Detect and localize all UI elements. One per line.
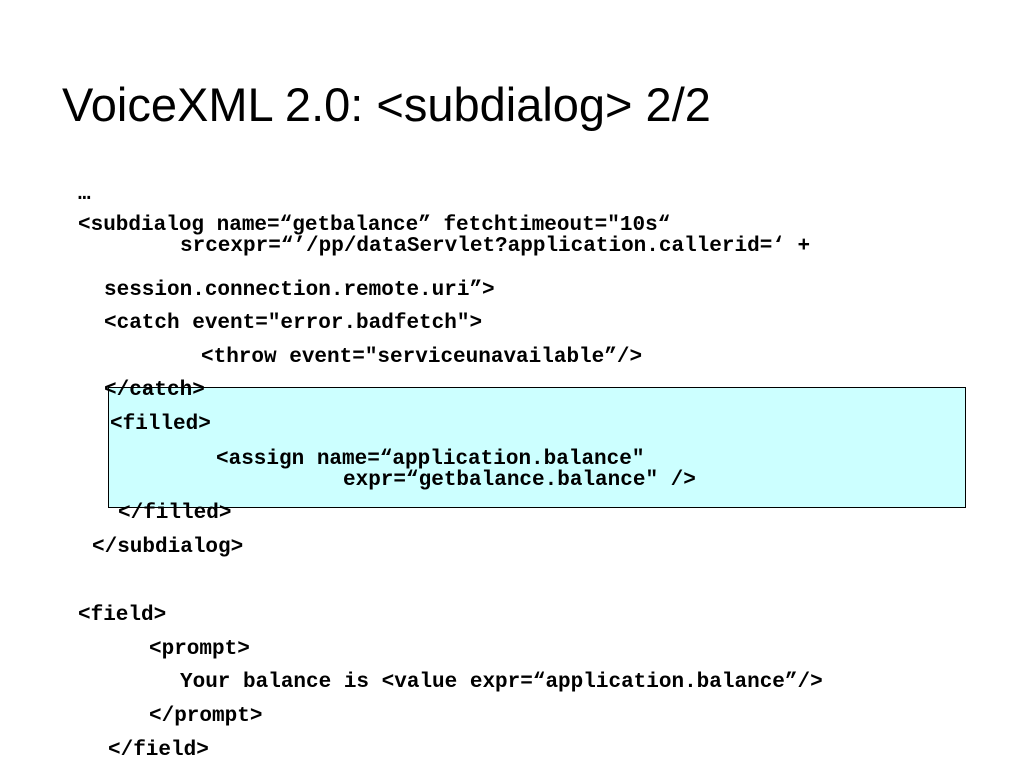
code-line-field-open: <field>: [78, 604, 167, 627]
code-line-assign: <assign name=“application.balance": [216, 448, 645, 471]
code-line-ellipsis: …: [78, 183, 91, 206]
code-line-throw: <throw event="serviceunavailable”/>: [201, 346, 643, 369]
code-line-catch-close: </catch>: [104, 379, 205, 402]
code-line-filled-close: </filled>: [118, 502, 232, 525]
code-line-catch-open: <catch event="error.badfetch">: [104, 312, 483, 335]
filled-block-highlight: [108, 387, 966, 508]
code-line-value: Your balance is <value expr=“application…: [180, 671, 823, 694]
code-line-prompt-open: <prompt>: [149, 638, 250, 661]
code-line-subdialog-close: </subdialog>: [92, 536, 244, 559]
code-line-field-close: </field>: [108, 739, 209, 762]
slide-title: VoiceXML 2.0: <subdialog> 2/2: [62, 78, 711, 131]
code-line-subdialog-open: <subdialog name=“getbalance” fetchtimeou…: [78, 214, 671, 237]
code-line-srcexpr: srcexpr=“’/pp/dataServlet?application.ca…: [180, 235, 811, 258]
code-line-remote-uri: session.connection.remote.uri”>: [104, 279, 495, 302]
code-line-assign-expr: expr=“getbalance.balance" />: [343, 469, 696, 492]
code-line-filled-open: <filled>: [110, 413, 211, 436]
code-line-prompt-close: </prompt>: [149, 705, 263, 728]
